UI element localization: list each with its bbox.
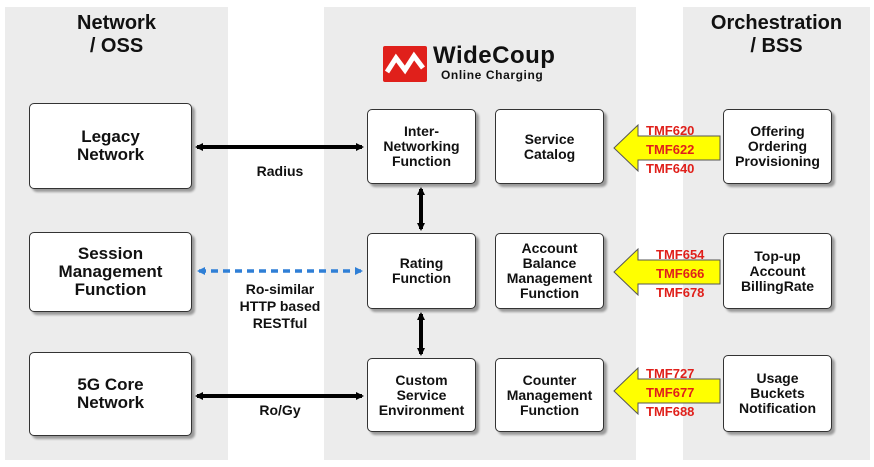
ro-similar-line: RESTful [252, 315, 308, 331]
counter-management-label: Function [519, 401, 580, 418]
counter-management-label: Management [506, 386, 593, 403]
tmf-label: TMF666 [656, 266, 705, 281]
topup-account-billingrate-box: Top-up Account BillingRate [723, 233, 832, 309]
cse-label: Environment [378, 401, 465, 418]
catalog-api-list: TMF620 TMF622 TMF640 [646, 124, 694, 176]
logo-tagline: Online Charging [441, 68, 544, 82]
widecoup-logo-icon [383, 46, 427, 82]
session-management-label: Function [74, 280, 147, 299]
legacy-network-box: Legacy Network [29, 103, 192, 189]
session-management-label: Management [58, 262, 163, 281]
abm-label: Management [506, 270, 593, 286]
tmf-label: TMF678 [656, 285, 705, 300]
tmf-label: TMF654 [656, 247, 705, 262]
tmf-label: TMF622 [646, 142, 695, 157]
counter-management-function-box: Counter Management Function [495, 358, 604, 432]
network-oss-title-line: / OSS [89, 35, 144, 57]
legacy-network-label: Network [76, 145, 145, 164]
cse-label: Service [396, 386, 447, 403]
catalog-api-arrow [613, 123, 721, 173]
usage-buckets-notification-box: Usage Buckets Notification [723, 355, 832, 432]
cse-label: Custom [395, 371, 448, 388]
counter-api-list: TMF727 TMF677 TMF688 [646, 367, 694, 419]
abm-label: Account [521, 240, 578, 256]
orchestration-bss-title: Orchestration / BSS [683, 12, 870, 58]
ro-similar-line: HTTP based [239, 298, 321, 314]
network-oss-title-line: Network [77, 12, 156, 34]
usage-label: Notification [739, 400, 816, 416]
account-balance-management-box: Account Balance Management Function [495, 233, 604, 309]
counter-management-label: Counter [522, 371, 577, 388]
legacy-network-label: Legacy [81, 127, 140, 146]
5g-core-network-label: Network [76, 393, 145, 412]
tmf-label: TMF727 [646, 366, 695, 381]
tmf-label: TMF620 [646, 123, 695, 138]
abm-api-arrow [613, 247, 721, 297]
offering-label: Provisioning [735, 153, 820, 169]
usage-label: Usage [756, 370, 799, 386]
offering-ordering-provisioning-box: Offering Ordering Provisioning [723, 109, 832, 184]
topup-label: Account [749, 262, 806, 279]
offering-label: Offering [750, 123, 805, 139]
offering-label: Ordering [747, 138, 808, 154]
tmf-label: TMF640 [646, 161, 695, 176]
tmf-label: TMF688 [646, 404, 695, 419]
counter-api-arrow [613, 366, 721, 416]
iwf-label: Function [391, 153, 452, 169]
iwf-label: Networking [383, 138, 460, 154]
service-catalog-label: Service [524, 130, 575, 147]
tmf-label: TMF677 [646, 385, 695, 400]
abm-label: Function [519, 285, 580, 301]
service-catalog-box: Service Catalog [495, 109, 604, 184]
5g-core-network-label: 5G Core [77, 375, 144, 394]
session-management-function-box: Session Management Function [29, 232, 192, 312]
rating-function-label: Function [391, 270, 452, 286]
logo-name: WideCoup [433, 42, 556, 69]
ro-similar-link-label: Ro-similar HTTP based RESTful [222, 281, 338, 332]
5g-core-network-box: 5G Core Network [29, 352, 192, 436]
rating-function-box: Rating Function [367, 233, 476, 309]
session-management-label: Session [77, 244, 144, 263]
service-catalog-label: Catalog [523, 145, 576, 162]
widecoup-logo: WideCoup Online Charging [383, 42, 573, 84]
inter-networking-function-box: Inter- Networking Function [367, 109, 476, 184]
topup-label: Top-up [754, 247, 801, 264]
ro-similar-line: Ro-similar [245, 281, 315, 297]
orchestration-bss-title-line: Orchestration [710, 12, 843, 34]
radius-link-label: Radius [256, 163, 304, 179]
topup-label: BillingRate [740, 277, 815, 294]
usage-label: Buckets [750, 385, 805, 401]
network-oss-title: Network / OSS [5, 12, 228, 58]
abm-label: Balance [522, 255, 577, 271]
iwf-label: Inter- [403, 123, 439, 139]
orchestration-bss-title-line: / BSS [750, 35, 803, 57]
rogy-link-label: Ro/Gy [259, 402, 301, 418]
rating-function-label: Rating [399, 255, 444, 271]
custom-service-environment-box: Custom Service Environment [367, 358, 476, 432]
abm-api-list: TMF654 TMF666 TMF678 [656, 248, 704, 300]
